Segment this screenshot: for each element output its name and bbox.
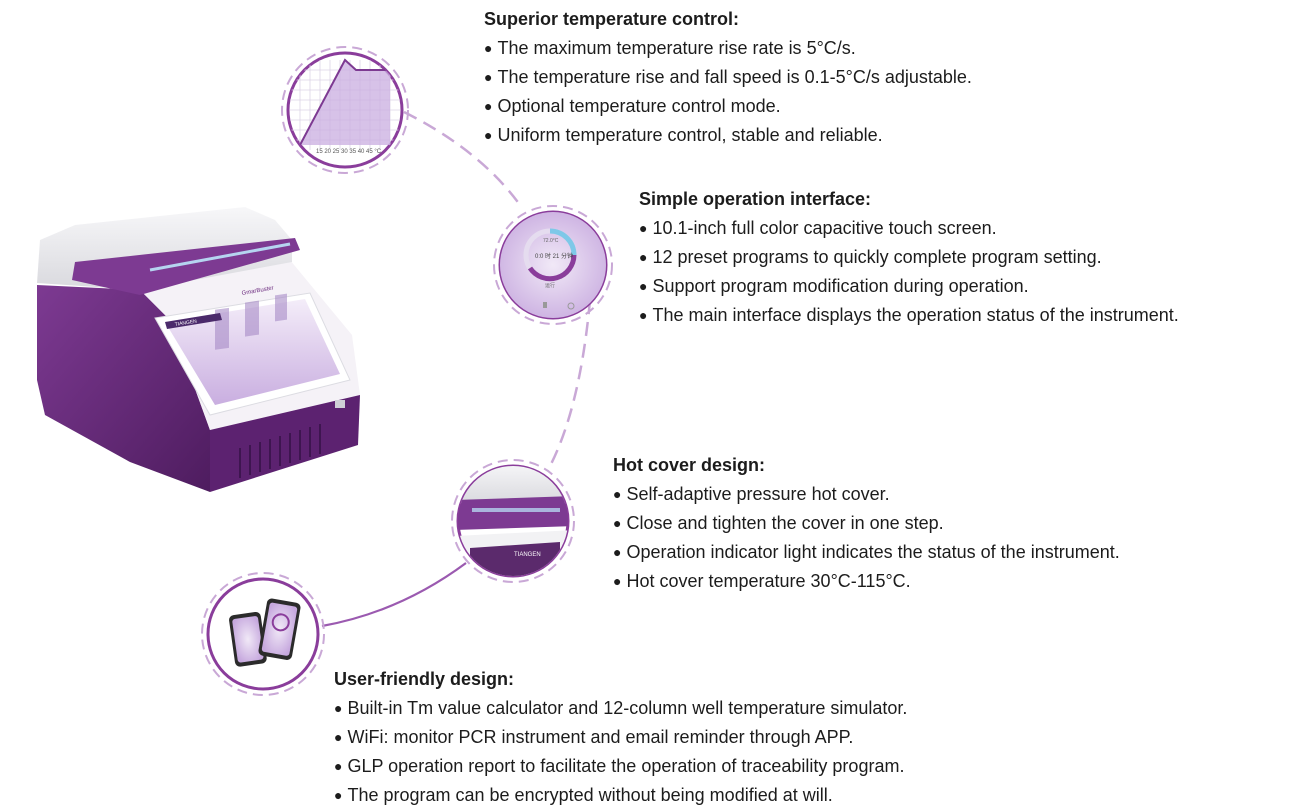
feature-item: The main interface displays the operatio…: [639, 301, 1178, 330]
feature-list: Built-in Tm value calculator and 12-colu…: [334, 694, 907, 810]
feature-list: 10.1-inch full color capacitive touch sc…: [639, 214, 1179, 330]
hot-cover-brand: TIANGEN: [514, 552, 541, 558]
section-hot-cover: Hot cover design: Self-adaptive pressure…: [613, 452, 1120, 596]
feature-item: Support program modification during oper…: [639, 272, 1179, 301]
feature-item: Hot cover temperature 30°C-115°C.: [613, 567, 1120, 596]
feature-item: 12 preset programs to quickly complete p…: [639, 243, 1179, 272]
smartphone-app-icon: [201, 572, 325, 696]
section-temperature-control: Superior temperature control: The maximu…: [484, 6, 972, 150]
section-title: Hot cover design:: [613, 455, 766, 475]
feature-item: Uniform temperature control, stable and …: [484, 121, 972, 150]
feature-item: Close and tighten the cover in one step.: [613, 509, 1120, 538]
feature-item: The temperature rise and fall speed is 0…: [484, 63, 971, 92]
screen-brand: TIANGEN: [174, 319, 197, 328]
feature-item: The program can be encrypted without bei…: [334, 781, 907, 810]
hot-cover-icon: TIANGEN: [451, 459, 575, 583]
feature-item: WiFi: monitor PCR instrument and email r…: [334, 723, 907, 752]
chart-axis-ticks: 15 20 25 30 35 40 45 °C: [316, 149, 382, 155]
section-title: Simple operation interface:: [639, 189, 872, 209]
phone-timer-label: 0:0 时 21 分钟: [535, 252, 573, 260]
feature-list: The maximum temperature rise rate is 5°C…: [484, 34, 972, 150]
cover-logo: GmarBuster: [241, 285, 274, 297]
phone-temp-label: 72.0°C: [543, 238, 559, 244]
pcr-instrument-illustration: TIANGEN GmarBuster: [37, 207, 360, 492]
feature-item: 10.1-inch full color capacitive touch sc…: [639, 214, 1179, 243]
phone-status-label: 运行: [545, 282, 555, 289]
feature-list: Self-adaptive pressure hot cover. Close …: [613, 480, 1120, 596]
feature-item: Self-adaptive pressure hot cover.: [613, 480, 1120, 509]
feature-item: Operation indicator light indicates the …: [613, 538, 1119, 567]
section-title: User-friendly design:: [334, 669, 515, 689]
feature-item: GLP operation report to facilitate the o…: [334, 752, 907, 781]
feature-item: Optional temperature control mode.: [484, 92, 972, 121]
feature-item: Built-in Tm value calculator and 12-colu…: [334, 694, 907, 723]
temperature-curve-icon: 15 20 25 30 35 40 45 °C: [281, 46, 409, 174]
section-title: Superior temperature control:: [484, 9, 740, 29]
feature-item: The maximum temperature rise rate is 5°C…: [484, 34, 972, 63]
touch-screen-icon: 72.0°C 0:0 时 21 分钟 运行: [493, 205, 613, 325]
section-operation-interface: Simple operation interface: 10.1-inch fu…: [639, 186, 1179, 330]
connector-arc: [321, 110, 592, 628]
section-user-friendly: User-friendly design: Built-in Tm value …: [334, 666, 907, 810]
